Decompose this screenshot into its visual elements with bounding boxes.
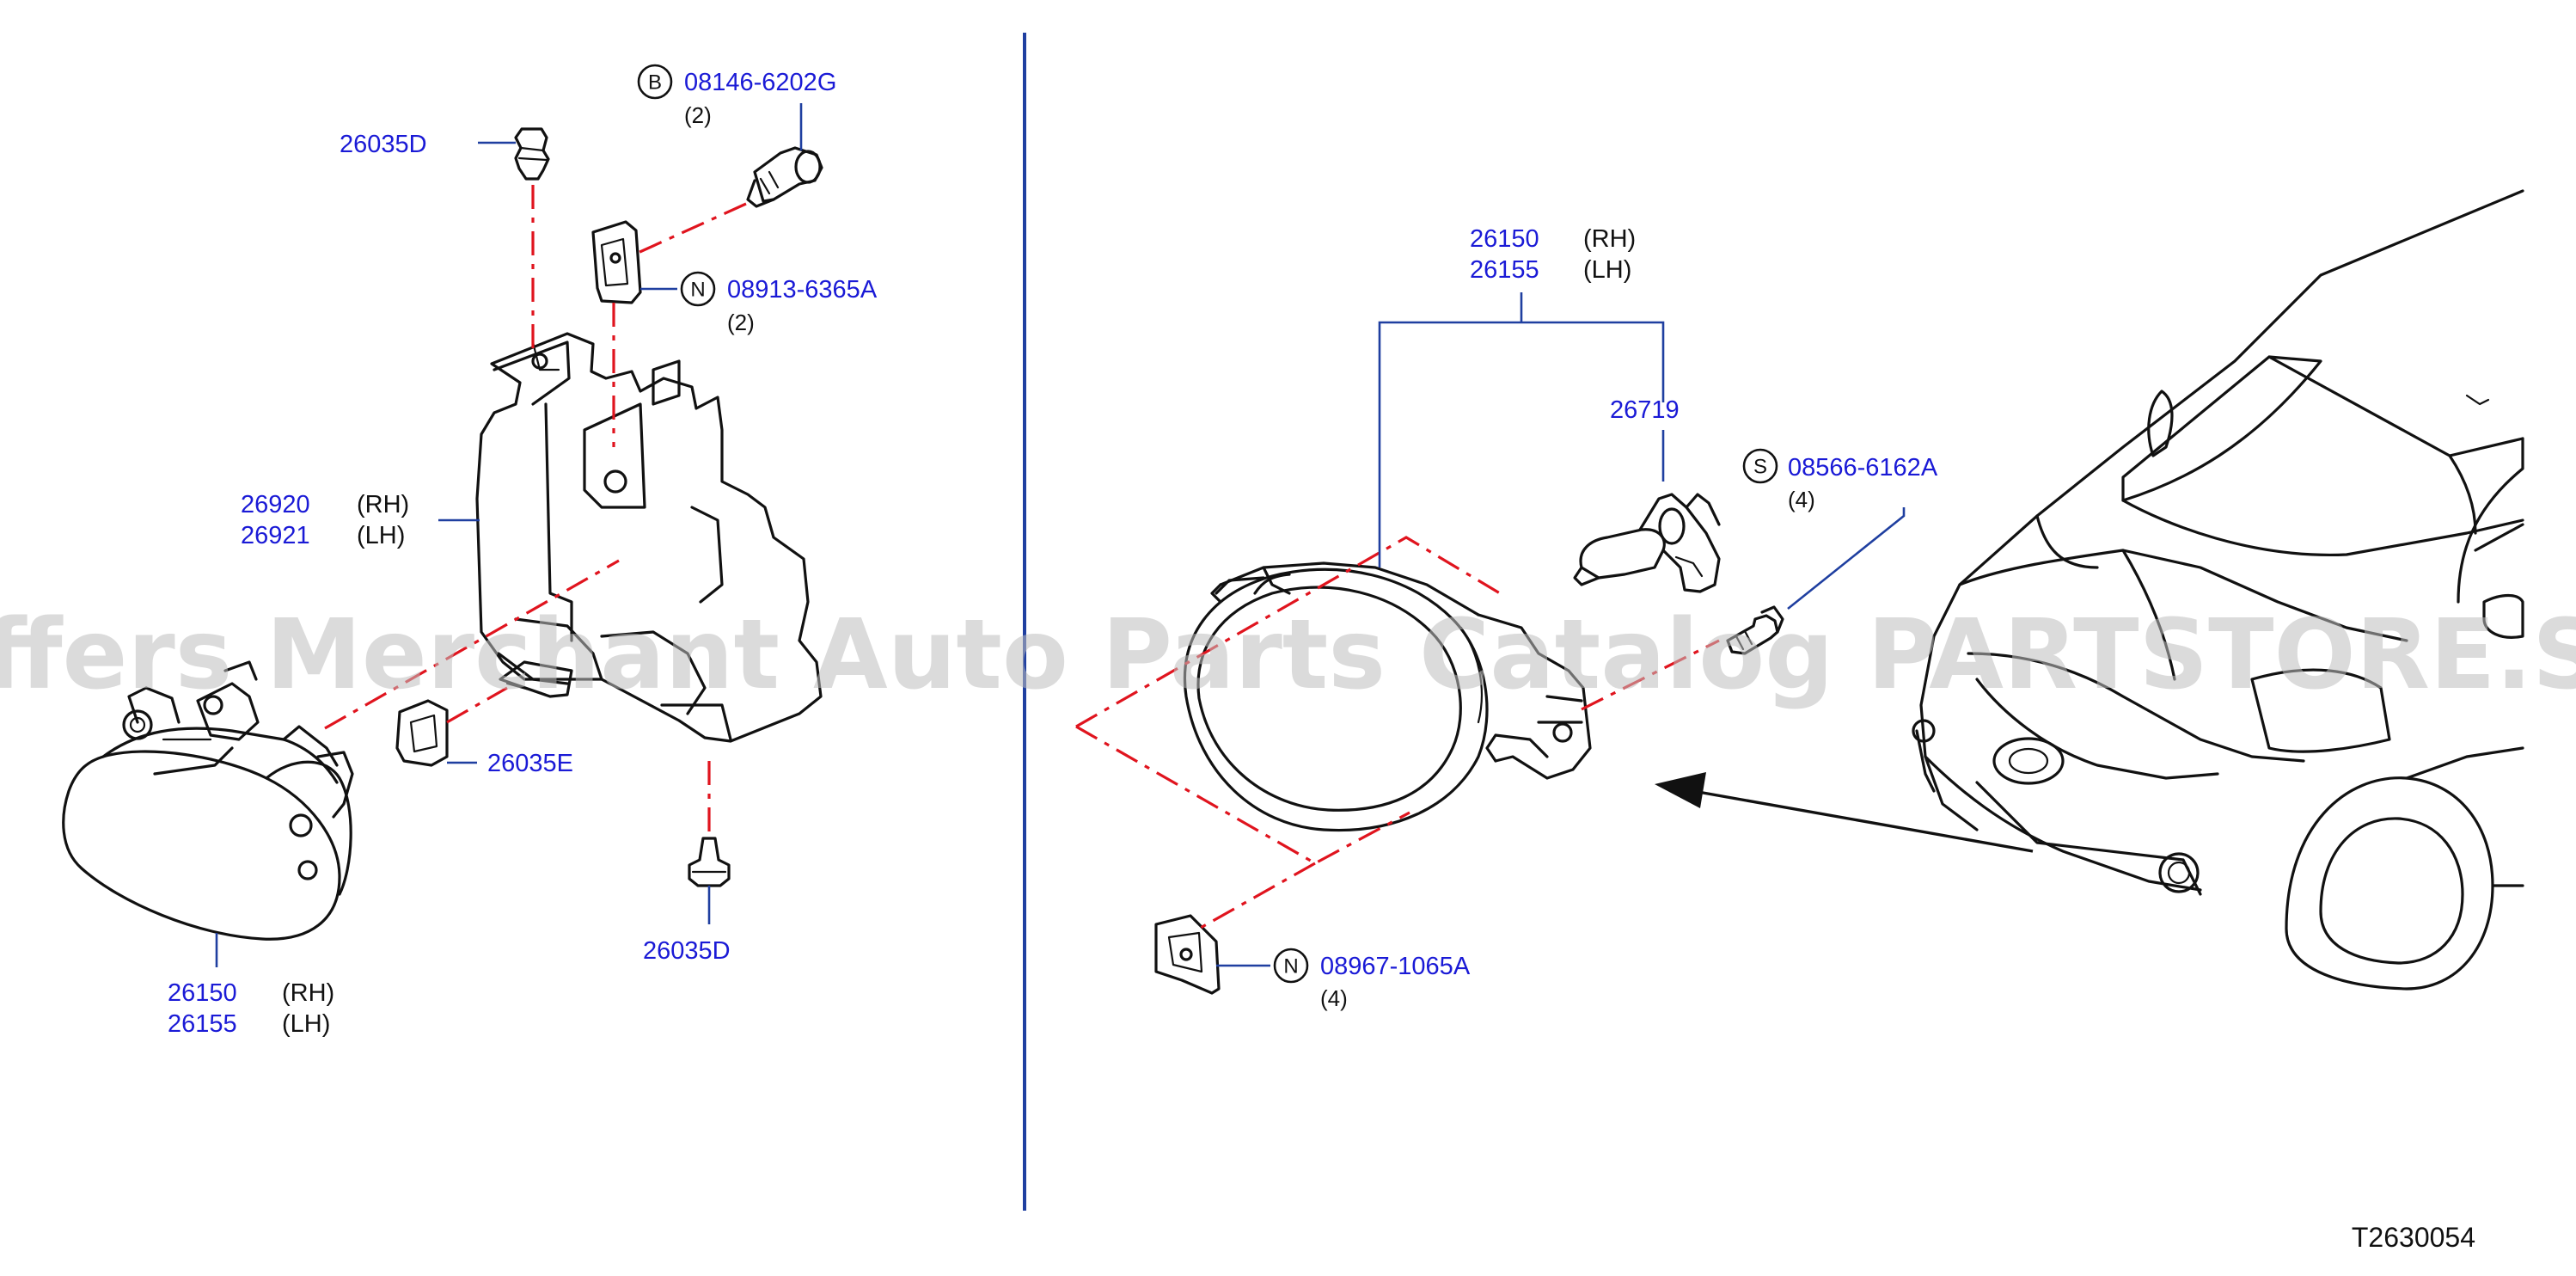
bolt-08146-6202g-drawing <box>746 146 823 208</box>
part-number-26155-right[interactable]: 26155 <box>1470 256 1539 284</box>
quantity-08967-1065a: (4) <box>1320 985 1348 1011</box>
dash-line <box>1075 536 1501 728</box>
part-number-26150-right[interactable]: 26150 <box>1470 225 1539 253</box>
part-number-26035d-top[interactable]: 26035D <box>340 131 427 158</box>
right-panel: 26150 (RH) 26155 (LH) 26719 S 08566-6162… <box>1075 189 2524 1011</box>
badge-letter-n: N <box>1283 955 1298 978</box>
part-number-08967-1065a[interactable]: 08967-1065A <box>1320 953 1471 980</box>
badge-circle <box>637 64 673 100</box>
part-number-26719[interactable]: 26719 <box>1610 396 1680 424</box>
badge-circle <box>1742 448 1778 484</box>
fog-lamp-left-drawing <box>62 660 354 941</box>
left-panel: 26035D B 08146-6202G (2) N 08913-6365A (… <box>62 64 878 1038</box>
side-label-lh: (LH) <box>1583 256 1631 284</box>
dash-line <box>324 559 620 730</box>
leader-line <box>1378 321 1665 567</box>
side-label-lh: (LH) <box>357 522 405 549</box>
clip-26035d-bottom-drawing <box>688 837 731 887</box>
location-arrow <box>1655 772 2034 853</box>
badge-letter-s: S <box>1753 456 1767 479</box>
leader-line <box>1787 507 1906 610</box>
dash-line <box>635 202 747 255</box>
part-number-26155-left[interactable]: 26155 <box>168 1010 237 1038</box>
dash-line <box>1075 725 1410 865</box>
fog-lamp-bracket-drawing <box>475 332 823 743</box>
left-leaders <box>215 103 803 967</box>
badge-circle <box>1273 948 1309 984</box>
part-number-08146-6202g[interactable]: 08146-6202G <box>684 69 836 96</box>
part-number-26150-left[interactable]: 26150 <box>168 979 237 1007</box>
side-label-rh: (RH) <box>282 979 334 1007</box>
clip-26035d-top-drawing <box>514 127 550 181</box>
bulb-26719-drawing <box>1573 493 1721 593</box>
side-label-lh: (LH) <box>282 1010 330 1038</box>
quantity-08146-6202g: (2) <box>684 102 712 128</box>
watermark-text: Offers Merchant Auto Parts Catalog PARTS… <box>0 599 2576 711</box>
part-number-26921[interactable]: 26921 <box>241 522 310 549</box>
diagram-reference: T2630054 <box>2352 1222 2475 1253</box>
clip-26035e-drawing <box>395 699 449 767</box>
badge-letter-n: N <box>690 279 705 302</box>
right-dash-lines <box>1075 536 1720 930</box>
part-number-26035d-bottom[interactable]: 26035D <box>643 937 731 965</box>
part-number-26035e[interactable]: 26035E <box>487 750 573 777</box>
side-label-rh: (RH) <box>1583 225 1636 253</box>
left-dash-lines <box>324 185 747 838</box>
badge-letter-b: B <box>648 71 662 95</box>
clip-08913-6365a-drawing <box>591 220 642 304</box>
dash-line <box>446 686 508 724</box>
quantity-08566-6162a: (4) <box>1788 487 1815 512</box>
dash-line <box>1581 639 1720 711</box>
side-label-rh: (RH) <box>357 491 409 518</box>
part-number-08566-6162a[interactable]: 08566-6162A <box>1788 454 1938 482</box>
quantity-08913-6365a: (2) <box>727 310 755 335</box>
badge-circle <box>680 271 716 307</box>
screw-08566-6162a-drawing <box>1726 605 1784 655</box>
vehicle-outline-drawing <box>1912 189 2524 991</box>
fog-lamp-right-drawing <box>1184 561 1592 832</box>
right-leaders <box>1216 292 1906 967</box>
dash-line <box>1198 862 1316 930</box>
clip-08967-1065a-drawing <box>1154 914 1221 995</box>
part-number-08913-6365a[interactable]: 08913-6365A <box>727 276 878 304</box>
part-number-26920[interactable]: 26920 <box>241 491 310 518</box>
